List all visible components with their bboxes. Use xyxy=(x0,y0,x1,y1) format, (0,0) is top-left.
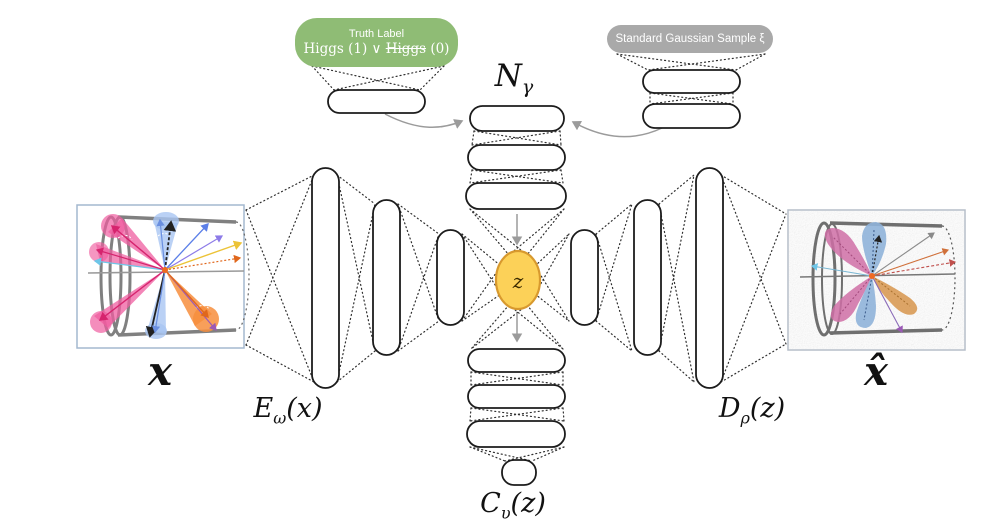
gaussian-bubble-text: Standard Gaussian Sample ξ xyxy=(607,25,773,53)
detector-cylinder-recon xyxy=(811,221,956,337)
formula-struck-higgs: Higgs xyxy=(385,41,427,57)
decoder-layer-2 xyxy=(633,199,662,356)
prior-network-layers xyxy=(465,105,567,210)
flow-arrows xyxy=(384,113,663,343)
classifier-letter: C xyxy=(480,488,501,519)
encoder-layer-1 xyxy=(311,167,340,389)
prior-subscript: γ xyxy=(521,76,534,99)
truth-label-title: Truth Label xyxy=(348,28,405,40)
prior-layer-3 xyxy=(465,182,567,210)
truth-branch-layer xyxy=(327,89,426,114)
truth-label-formula: Higgs (1) ∨ Higgs (0) xyxy=(304,41,450,57)
encoder-letter: E xyxy=(253,393,274,424)
truth-label-bubble-text: Truth Label Higgs (1) ∨ Higgs (0) xyxy=(295,18,458,67)
particle-tracks xyxy=(93,218,243,338)
prior-layer-1 xyxy=(469,105,565,132)
decoder-layers xyxy=(570,167,724,389)
encoder-layers xyxy=(311,167,465,389)
prior-letter: N xyxy=(494,58,522,94)
classifier-label: Cυ(z) xyxy=(480,488,546,522)
decoder-argument: (z) xyxy=(749,393,786,424)
decoder-letter: D xyxy=(718,393,741,424)
reconstructed-tracks xyxy=(810,232,957,333)
dotted-connections xyxy=(245,53,787,462)
encoder-layer-2 xyxy=(372,199,401,356)
output-xhat-label: x̂ xyxy=(864,348,888,395)
classifier-output-node xyxy=(501,459,537,486)
classifier-argument: (z) xyxy=(510,488,546,519)
decoder-subscript: ρ xyxy=(740,408,750,428)
truth-label-bubble xyxy=(295,18,458,67)
formula-post: (0) xyxy=(426,41,450,57)
encoder-label: Eω(x) xyxy=(253,393,322,427)
encoder-argument: (x) xyxy=(286,393,323,424)
gaussian-branch-layers xyxy=(642,69,741,129)
latent-z-node xyxy=(494,249,542,311)
decoder-layer-3 xyxy=(695,167,724,389)
classifier-layer-2 xyxy=(467,384,566,409)
latent-z-label: z xyxy=(512,269,524,293)
decoder-label: Dρ(z) xyxy=(719,393,785,427)
reconstructed-jets xyxy=(824,222,918,328)
truth-to-prior-arrow xyxy=(384,113,464,129)
encoder-subscript: ω xyxy=(273,408,287,428)
classifier-layer-3 xyxy=(466,420,566,448)
formula-pre: Higgs (1) ∨ xyxy=(303,41,386,57)
gaussian-to-prior-arrow xyxy=(571,121,663,138)
input-event-display xyxy=(76,204,250,349)
classifier-layer-1 xyxy=(467,348,566,373)
decoder-layer-1 xyxy=(570,229,599,326)
gaussian-sample-bubble xyxy=(607,25,773,53)
gaussian-sample-label: Standard Gaussian Sample ξ xyxy=(615,33,765,45)
classifier-subscript: υ xyxy=(500,503,511,523)
gaussian-layer-1 xyxy=(642,69,741,94)
prior-layer-2 xyxy=(467,144,566,171)
reconstructed-event-display xyxy=(787,209,966,351)
classifier-layers xyxy=(466,348,566,486)
input-x-label: x xyxy=(148,348,172,395)
gaussian-layer-2 xyxy=(642,103,741,129)
prior-network-label: Nγ xyxy=(495,58,533,98)
encoder-layer-3 xyxy=(436,229,465,326)
